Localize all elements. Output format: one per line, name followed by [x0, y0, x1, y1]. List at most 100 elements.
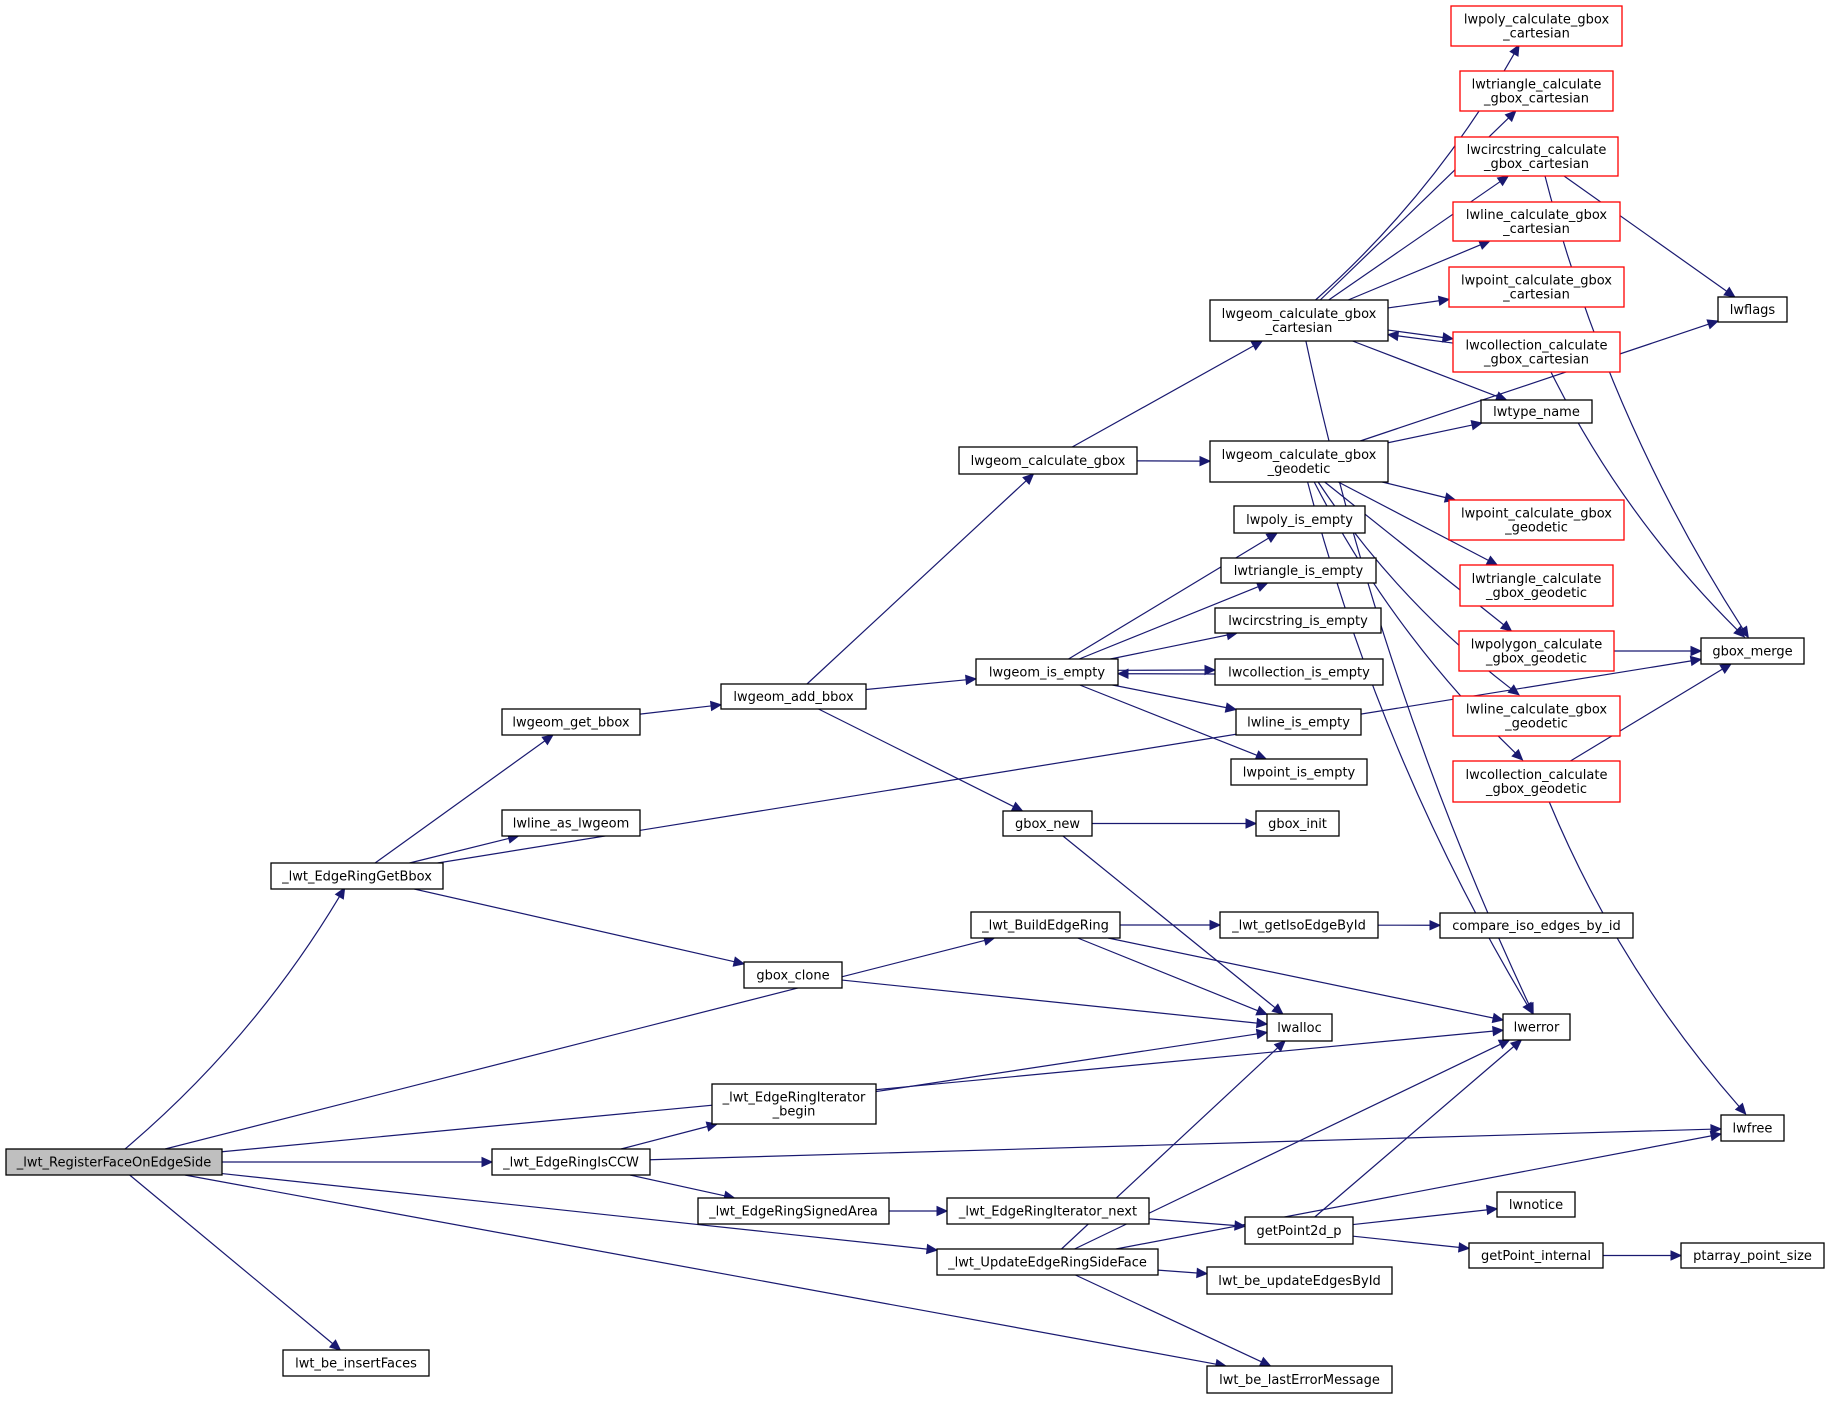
node-iter-begin[interactable]: _lwt_EdgeRingIterator_begin — [711, 1083, 877, 1125]
node-box[interactable] — [1452, 760, 1621, 803]
node-poly-empty[interactable]: lwpoly_is_empty — [1233, 505, 1366, 534]
node-box[interactable] — [1214, 658, 1384, 686]
node-box[interactable] — [491, 1148, 651, 1176]
node-lwgeom-get-bbox[interactable]: lwgeom_get_bbox — [501, 708, 641, 736]
node-box[interactable] — [1448, 266, 1625, 308]
node-box[interactable] — [1206, 1266, 1393, 1295]
node-box[interactable] — [1448, 499, 1625, 541]
node-ptarray-point-size[interactable]: ptarray_point_size — [1680, 1242, 1825, 1269]
node-line-empty[interactable]: lwline_is_empty — [1235, 708, 1362, 736]
node-box[interactable] — [1233, 505, 1366, 534]
node-box[interactable] — [1459, 564, 1614, 607]
node-is-empty[interactable]: lwgeom_is_empty — [975, 658, 1119, 686]
node-line-geo[interactable]: lwline_calculate_gbox_geodetic — [1452, 695, 1621, 737]
node-lwfree[interactable]: lwfree — [1720, 1114, 1785, 1142]
node-point-empty[interactable]: lwpoint_is_empty — [1230, 758, 1368, 786]
node-coll-cart[interactable]: lwcollection_calculate_gbox_cartesian — [1452, 331, 1621, 373]
node-lwflags[interactable]: lwflags — [1717, 296, 1788, 323]
node-calc-gbox[interactable]: lwgeom_calculate_gbox — [958, 446, 1138, 475]
node-signedarea[interactable]: _lwt_EdgeRingSignedArea — [697, 1197, 890, 1225]
node-box[interactable] — [1219, 911, 1379, 939]
node-root[interactable]: _lwt_RegisterFaceOnEdgeSide — [5, 1148, 223, 1176]
node-box[interactable] — [958, 446, 1138, 475]
node-point-geo[interactable]: lwpoint_calculate_gbox_geodetic — [1448, 499, 1625, 541]
node-box[interactable] — [501, 809, 641, 837]
node-box[interactable] — [1206, 1365, 1393, 1394]
node-getpoint2d[interactable]: getPoint2d_p — [1244, 1216, 1354, 1245]
node-box[interactable] — [697, 1197, 890, 1225]
node-polygon-geo[interactable]: lwpolygon_calculate_gbox_geodetic — [1458, 630, 1615, 672]
node-iter-next[interactable]: _lwt_EdgeRingIterator_next — [946, 1197, 1150, 1225]
node-coll-empty[interactable]: lwcollection_is_empty — [1214, 658, 1384, 686]
node-box[interactable] — [1480, 399, 1593, 424]
node-box[interactable] — [1468, 1242, 1604, 1269]
node-box[interactable] — [1266, 1013, 1333, 1042]
node-box[interactable] — [720, 683, 867, 710]
node-updateedges[interactable]: lwt_be_updateEdgesById — [1206, 1266, 1393, 1295]
node-coll-geo[interactable]: lwcollection_calculate_gbox_geodetic — [1452, 760, 1621, 803]
node-gbox-init[interactable]: gbox_init — [1255, 810, 1340, 837]
node-box[interactable] — [270, 862, 444, 890]
node-tri-geo[interactable]: lwtriangle_calculate_gbox_geodetic — [1459, 564, 1614, 607]
node-box[interactable] — [501, 708, 641, 736]
node-gbox-new[interactable]: gbox_new — [1002, 810, 1093, 837]
node-compare-iso[interactable]: compare_iso_edges_by_id — [1439, 912, 1634, 939]
node-calc-cart[interactable]: lwgeom_calculate_gbox_cartesian — [1209, 299, 1389, 342]
node-tri-empty[interactable]: lwtriangle_is_empty — [1220, 557, 1377, 584]
node-poly-cart[interactable]: lwpoly_calculate_gbox_cartesian — [1450, 5, 1623, 47]
node-circ-cart[interactable]: lwcircstring_calculate_gbox_cartesian — [1454, 136, 1619, 177]
node-line-cart[interactable]: lwline_calculate_gbox_cartesian — [1452, 201, 1621, 242]
node-getbbox[interactable]: _lwt_EdgeRingGetBbox — [270, 862, 444, 890]
node-box[interactable] — [1502, 1013, 1571, 1041]
node-getpoint-internal[interactable]: getPoint_internal — [1468, 1242, 1604, 1269]
node-add-bbox[interactable]: lwgeom_add_bbox — [720, 683, 867, 710]
node-box[interactable] — [1452, 695, 1621, 737]
node-box[interactable] — [1209, 440, 1389, 483]
node-box[interactable] — [1454, 136, 1619, 177]
node-box[interactable] — [1680, 1242, 1825, 1269]
node-box[interactable] — [1452, 201, 1621, 242]
node-insertfaces[interactable]: lwt_be_insertFaces — [282, 1349, 430, 1377]
node-calc-geo[interactable]: lwgeom_calculate_gbox_geodetic — [1209, 440, 1389, 483]
node-box[interactable] — [1700, 637, 1805, 665]
node-lwnotice[interactable]: lwnotice — [1496, 1191, 1576, 1218]
node-lwtype-name[interactable]: lwtype_name — [1480, 399, 1593, 424]
node-box[interactable] — [975, 658, 1119, 686]
node-box[interactable] — [946, 1197, 1150, 1225]
node-box[interactable] — [1459, 70, 1614, 112]
node-box[interactable] — [1439, 912, 1634, 939]
node-box[interactable] — [1220, 557, 1377, 584]
node-gbox-merge[interactable]: gbox_merge — [1700, 637, 1805, 665]
node-box[interactable] — [1255, 810, 1340, 837]
node-box[interactable] — [1002, 810, 1093, 837]
node-box[interactable] — [1452, 331, 1621, 373]
node-box[interactable] — [282, 1349, 430, 1377]
node-box[interactable] — [1720, 1114, 1785, 1142]
node-box[interactable] — [1230, 758, 1368, 786]
node-getisoedge[interactable]: _lwt_getIsoEdgeById — [1219, 911, 1379, 939]
node-updateside[interactable]: _lwt_UpdateEdgeRingSideFace — [936, 1248, 1159, 1276]
node-box[interactable] — [1496, 1191, 1576, 1218]
node-box[interactable] — [936, 1248, 1159, 1276]
node-box[interactable] — [1458, 630, 1615, 672]
node-isccw[interactable]: _lwt_EdgeRingIsCCW — [491, 1148, 651, 1176]
node-tri-cart[interactable]: lwtriangle_calculate_gbox_cartesian — [1459, 70, 1614, 112]
node-lasterror[interactable]: lwt_be_lastErrorMessage — [1206, 1365, 1393, 1394]
node-box[interactable] — [970, 911, 1121, 939]
node-lwerror[interactable]: lwerror — [1502, 1013, 1571, 1041]
node-lwalloc[interactable]: lwalloc — [1266, 1013, 1333, 1042]
node-point-cart[interactable]: lwpoint_calculate_gbox_cartesian — [1448, 266, 1625, 308]
node-circ-empty[interactable]: lwcircstring_is_empty — [1214, 607, 1382, 634]
node-box[interactable] — [1214, 607, 1382, 634]
node-box[interactable] — [1717, 296, 1788, 323]
node-box[interactable] — [711, 1083, 877, 1125]
node-box[interactable] — [1450, 5, 1623, 47]
node-box[interactable] — [1244, 1216, 1354, 1245]
node-box[interactable] — [743, 961, 843, 989]
node-box[interactable] — [1209, 299, 1389, 342]
node-box[interactable] — [5, 1148, 223, 1176]
node-gbox-clone[interactable]: gbox_clone — [743, 961, 843, 989]
node-lwline-as-lwgeom[interactable]: lwline_as_lwgeom — [501, 809, 641, 837]
node-buildring[interactable]: _lwt_BuildEdgeRing — [970, 911, 1121, 939]
node-box[interactable] — [1235, 708, 1362, 736]
